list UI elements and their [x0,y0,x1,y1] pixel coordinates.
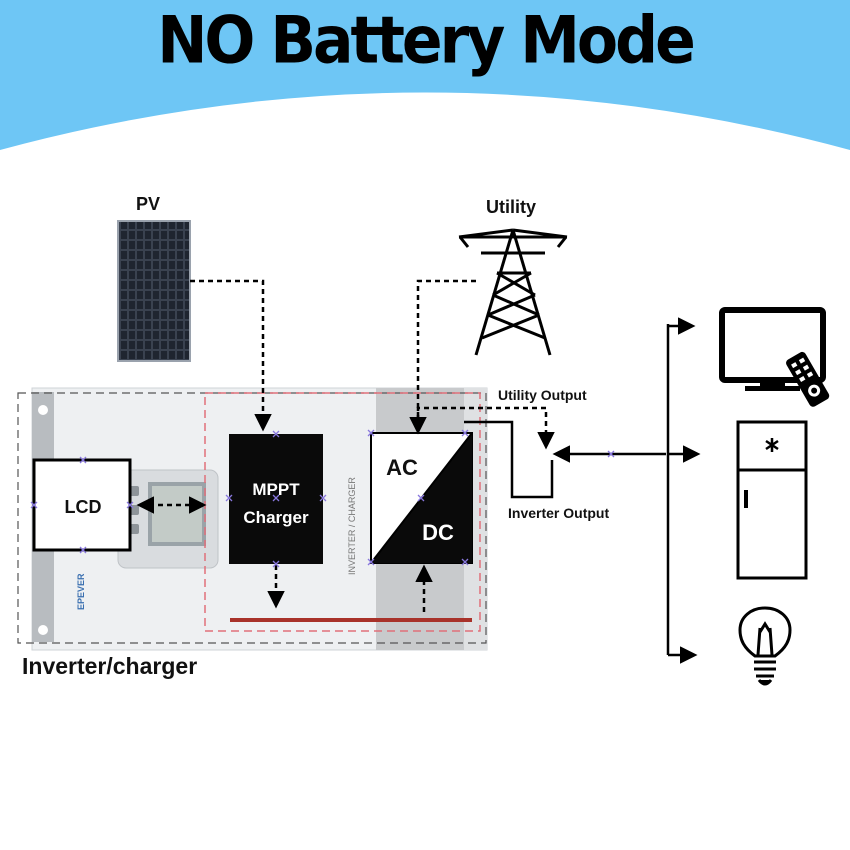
device-side-text: INVERTER / CHARGER [347,477,357,575]
mppt-label-line2: Charger [243,508,309,527]
light-bulb-icon [738,606,792,686]
transmission-tower-icon [458,228,568,356]
dashed-flow-lines [136,279,555,612]
internal-section-outline [204,392,481,632]
lcd-label: LCD [65,497,102,517]
solar-panel-icon [117,220,191,362]
ac-label: AC [386,455,418,480]
lcd-box [32,458,132,552]
utility-output-label: Utility Output [498,387,587,403]
remote-control-icon [786,351,830,407]
inverter-output-label: Inverter Output [508,505,609,521]
inverter-charger-label: Inverter/charger [22,653,197,679]
connection-markers [30,429,615,568]
mppt-charger-box [229,434,323,564]
dc-label: DC [422,520,454,545]
utility-label: Utility [486,197,536,217]
solid-output-lines [464,317,701,664]
pv-label: PV [136,194,160,214]
mppt-label-line1: MPPT [252,480,300,499]
page-title: NO Battery Mode [157,3,696,79]
refrigerator-icon [736,420,808,580]
device-brand: EPEVER [76,573,86,610]
title-banner [0,0,850,150]
